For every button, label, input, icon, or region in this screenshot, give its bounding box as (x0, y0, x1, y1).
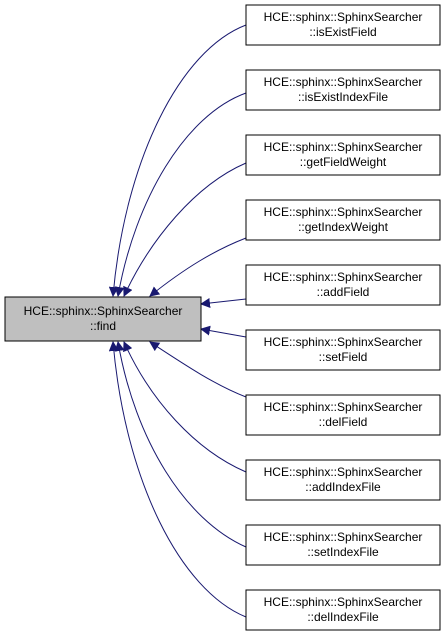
node-label-line2: ::delIndexFile (307, 610, 379, 624)
node-box (245, 199, 441, 241)
node-addField[interactable]: HCE::sphinx::SphinxSearcher ::addField (245, 264, 441, 306)
node-isExistField[interactable]: HCE::sphinx::SphinxSearcher ::isExistFie… (245, 4, 441, 46)
node-box (245, 459, 441, 501)
node-box (245, 589, 441, 631)
edge-delField (149, 341, 247, 398)
node-getIndexWeight[interactable]: HCE::sphinx::SphinxSearcher ::getIndexWe… (245, 199, 441, 241)
edges (108, 24, 247, 618)
node-label-line2: ::addIndexFile (305, 480, 381, 494)
node-setField[interactable]: HCE::sphinx::SphinxSearcher ::setField (245, 329, 441, 371)
node-label-line1: HCE::sphinx::SphinxSearcher (264, 205, 423, 219)
caller-nodes: HCE::sphinx::SphinxSearcher ::isExistFie… (245, 4, 441, 631)
node-label-line2: ::setIndexFile (307, 545, 379, 559)
node-label-line2: ::getFieldWeight (300, 155, 387, 169)
node-label-line1: HCE::sphinx::SphinxSearcher (264, 595, 423, 609)
edge-addIndexFile (123, 341, 247, 473)
node-label-line1: HCE::sphinx::SphinxSearcher (264, 335, 423, 349)
edge-setIndexFile (114, 341, 247, 548)
node-label-line1: HCE::sphinx::SphinxSearcher (264, 400, 423, 414)
node-box (245, 134, 441, 176)
node-box (245, 524, 441, 566)
node-find[interactable]: HCE::sphinx::SphinxSearcher ::find (4, 296, 202, 342)
node-addIndexFile[interactable]: HCE::sphinx::SphinxSearcher ::addIndexFi… (245, 459, 441, 501)
node-label-line2: ::getIndexWeight (298, 220, 389, 234)
node-label-line1: HCE::sphinx::SphinxSearcher (264, 530, 423, 544)
node-box (245, 4, 441, 46)
node-isExistIndexFile[interactable]: HCE::sphinx::SphinxSearcher ::isExistInd… (245, 69, 441, 111)
node-find-label-line1: HCE::sphinx::SphinxSearcher (24, 304, 183, 318)
node-label-line2: ::isExistField (309, 25, 376, 39)
edge-isExistField (108, 24, 247, 297)
edge-delIndexFile (108, 341, 247, 618)
node-label-line1: HCE::sphinx::SphinxSearcher (264, 10, 423, 24)
node-box (245, 394, 441, 436)
node-box (245, 329, 441, 371)
node-delField[interactable]: HCE::sphinx::SphinxSearcher ::delField (245, 394, 441, 436)
node-box (245, 69, 441, 111)
node-label-line1: HCE::sphinx::SphinxSearcher (264, 270, 423, 284)
node-getFieldWeight[interactable]: HCE::sphinx::SphinxSearcher ::getFieldWe… (245, 134, 441, 176)
node-label-line1: HCE::sphinx::SphinxSearcher (264, 140, 423, 154)
edge-setField (200, 325, 247, 338)
node-box (245, 264, 441, 306)
node-label-line1: HCE::sphinx::SphinxSearcher (264, 465, 423, 479)
node-label-line2: ::addField (317, 285, 370, 299)
node-find-label-line2: ::find (90, 319, 116, 333)
edge-getIndexWeight (149, 237, 247, 297)
node-label-line2: ::setField (319, 350, 368, 364)
node-label-line2: ::isExistIndexFile (298, 90, 388, 104)
edge-getFieldWeight (123, 162, 247, 297)
node-find-box (4, 296, 202, 342)
node-setIndexFile[interactable]: HCE::sphinx::SphinxSearcher ::setIndexFi… (245, 524, 441, 566)
node-label-line2: ::delField (319, 415, 368, 429)
node-delIndexFile[interactable]: HCE::sphinx::SphinxSearcher ::delIndexFi… (245, 589, 441, 631)
edge-isExistIndexFile (114, 92, 247, 297)
edge-addField (200, 298, 247, 308)
node-label-line1: HCE::sphinx::SphinxSearcher (264, 75, 423, 89)
